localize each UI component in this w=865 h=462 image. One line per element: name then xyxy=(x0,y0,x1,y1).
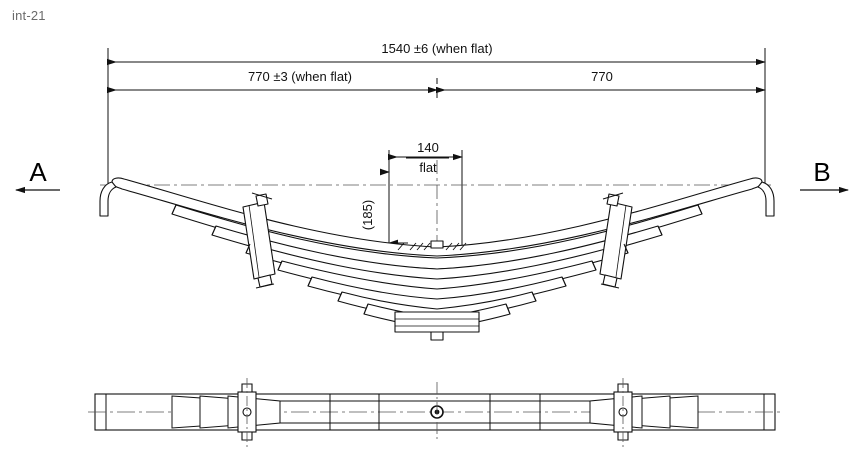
plan-clamp-left xyxy=(237,378,257,448)
view-marker-b: B xyxy=(800,157,849,194)
clamp-left-pin-top xyxy=(251,192,273,200)
center-bolt-top xyxy=(430,240,444,249)
main-leaf-left-hook xyxy=(99,181,117,217)
leaf-end-steps-right xyxy=(505,204,703,315)
main-leaf-right-hook xyxy=(757,181,775,217)
clamp-right xyxy=(599,192,633,289)
leaf-end-steps-left xyxy=(171,204,369,315)
dimension-text-overall: 1540 ±6 (when flat) xyxy=(381,41,492,56)
plan-tapered-leaves-left xyxy=(171,395,281,429)
dimension-text-left-half: 770 ±3 (when flat) xyxy=(248,69,352,84)
plan-center-bolt xyxy=(430,382,444,442)
dimension-text-flat-note: flat xyxy=(419,160,437,175)
dimension-text-flat-value: 140 xyxy=(417,140,439,155)
dimension-text-camber: (185) xyxy=(360,200,375,230)
clamp-right-inner-edge xyxy=(615,204,627,278)
camber-dimension-group xyxy=(371,168,408,247)
plan-clamp-right xyxy=(613,378,633,448)
plan-division-lines xyxy=(329,394,541,430)
plan-view xyxy=(88,378,782,448)
dimension-block xyxy=(107,48,766,188)
clamp-left-body xyxy=(242,201,276,280)
clamp-right-body xyxy=(599,201,633,280)
document-id-label: int-21 xyxy=(12,8,46,23)
center-bolt-head xyxy=(430,331,444,341)
plan-inner-rails xyxy=(280,400,590,424)
clamp-right-pin-top xyxy=(602,192,624,200)
view-marker-a-label: A xyxy=(29,157,47,187)
clamp-left xyxy=(242,192,276,289)
view-marker-a: A xyxy=(15,157,60,194)
dimension-text-right-half: 770 xyxy=(591,69,613,84)
clamp-right-pin-bottom xyxy=(600,283,620,289)
clamp-left-pin-bottom xyxy=(255,283,275,289)
plan-tapered-leaves-right xyxy=(589,395,699,429)
dimension-text-group: 1540 ±6 (when flat) 770 ±3 (when flat) 7… xyxy=(248,41,613,84)
side-elevation-view xyxy=(99,160,775,341)
view-marker-b-label: B xyxy=(813,157,830,187)
surface-hatching xyxy=(397,242,467,251)
leaf-9-center-pad xyxy=(394,311,480,333)
clamp-left-inner-edge xyxy=(248,204,260,278)
